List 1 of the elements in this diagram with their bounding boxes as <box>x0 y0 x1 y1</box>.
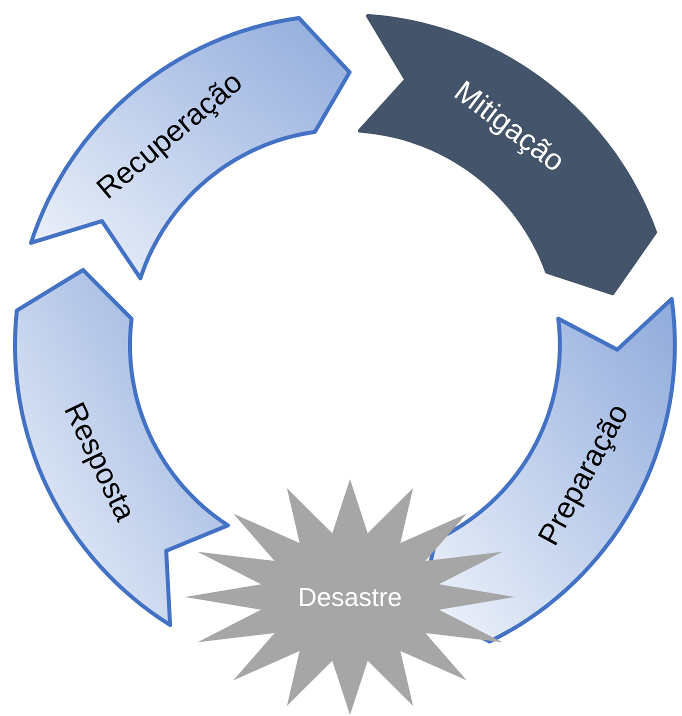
stage-label: Desastre <box>298 584 402 610</box>
